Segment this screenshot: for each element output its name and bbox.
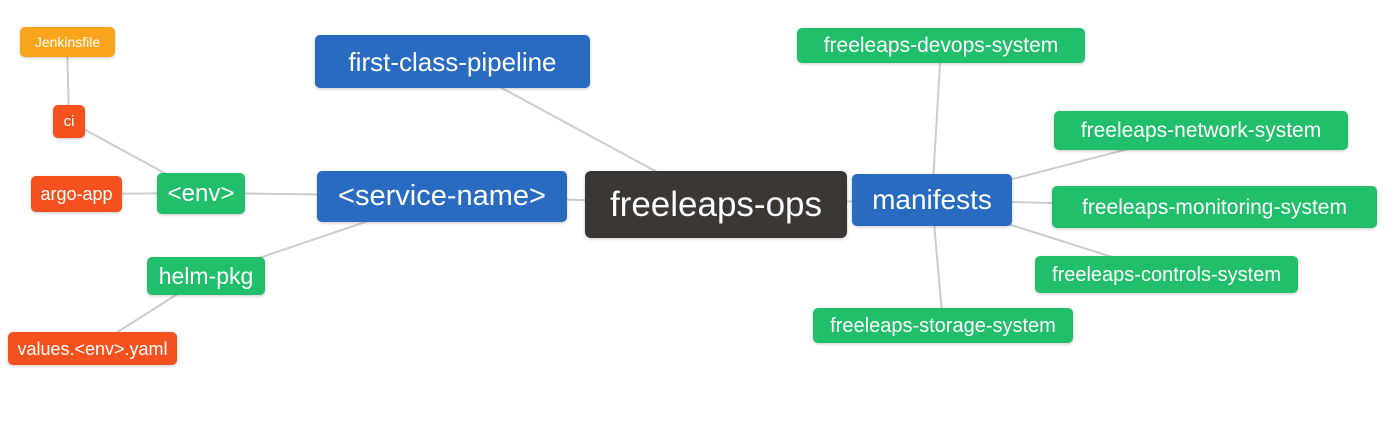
node-helm-pkg[interactable]: helm-pkg <box>147 257 265 295</box>
node-values-env-yaml[interactable]: values.<env>.yaml <box>8 332 177 365</box>
node-first-class-pipeline[interactable]: first-class-pipeline <box>315 35 590 88</box>
node-jenkinsfile[interactable]: Jenkinsfile <box>20 27 115 57</box>
node-argo-app[interactable]: argo-app <box>31 176 122 212</box>
node-freeleaps-ops[interactable]: freeleaps-ops <box>585 171 847 238</box>
node-freeleaps-storage-system[interactable]: freeleaps-storage-system <box>813 308 1073 343</box>
node-freeleaps-devops-system[interactable]: freeleaps-devops-system <box>797 28 1085 63</box>
node-freeleaps-controls-system[interactable]: freeleaps-controls-system <box>1035 256 1298 293</box>
node-ci[interactable]: ci <box>53 105 85 138</box>
node-service-name[interactable]: <service-name> <box>317 171 567 222</box>
node-manifests[interactable]: manifests <box>852 174 1012 226</box>
node-env[interactable]: <env> <box>157 173 245 214</box>
node-freeleaps-monitoring-system[interactable]: freeleaps-monitoring-system <box>1052 186 1377 228</box>
node-freeleaps-network-system[interactable]: freeleaps-network-system <box>1054 111 1348 150</box>
